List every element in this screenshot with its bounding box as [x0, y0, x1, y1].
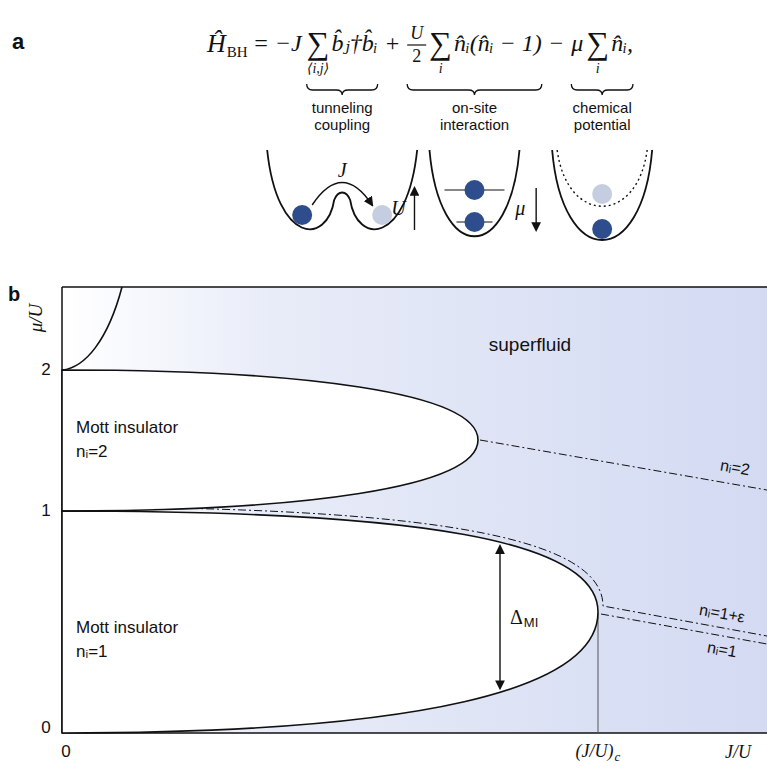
- phase-label: Mott insulator: [76, 618, 178, 638]
- equation-term: ∑: [586, 25, 609, 62]
- region-label: superfluid: [489, 334, 571, 356]
- equation-term: BH: [227, 44, 248, 61]
- mott-lobe: Mott insulator nᵢ=1: [62, 509, 600, 735]
- axis-label: c: [615, 750, 621, 765]
- tick-label: 2: [41, 360, 50, 380]
- symbol-label: J: [338, 159, 347, 182]
- equation-term: b̂ⱼ†b̂ᵢ: [331, 30, 377, 58]
- gap-arrow: [499, 546, 500, 688]
- equation-term: μ: [571, 30, 583, 58]
- lobe-boundary: [62, 287, 122, 370]
- equation-term: i: [596, 61, 600, 77]
- equation-term: ⟨i,j⟩: [307, 61, 329, 77]
- underbrace: [571, 84, 633, 95]
- underbrace: [407, 84, 542, 95]
- lobe-outline: [62, 368, 480, 513]
- mott-lobe: Mott insulator nᵢ=2: [62, 368, 480, 513]
- equation-term: Ĥ: [207, 29, 226, 59]
- symbol-label: U: [391, 197, 405, 220]
- panel-label: a: [12, 29, 24, 54]
- equation-term: ∑: [429, 25, 452, 62]
- double-well: [267, 150, 417, 229]
- density-line: [480, 440, 767, 490]
- tick-label: 0: [41, 718, 50, 738]
- critical-line: [598, 613, 599, 733]
- equation-term: U: [410, 23, 423, 44]
- gap-label: MI: [524, 616, 538, 631]
- equation-term: n̂ᵢ(n̂ᵢ − 1): [454, 30, 542, 58]
- equation-term: −: [550, 30, 564, 58]
- curve-label: nᵢ=2: [719, 456, 751, 479]
- symbol-label: μ: [515, 197, 525, 220]
- term-label: chemical potential: [573, 99, 632, 134]
- fraction-bar: [407, 44, 426, 45]
- filling-label: nᵢ=1: [76, 642, 108, 662]
- equation-term: ∑: [307, 25, 330, 62]
- superfluid-ground: [62, 287, 767, 733]
- term-label: tunneling coupling: [312, 99, 373, 134]
- equation-term: i: [439, 61, 443, 77]
- density-line: [601, 614, 767, 644]
- equation-term: 2: [412, 46, 421, 67]
- phase-label: Mott insulator: [76, 418, 178, 438]
- phase-region: Mott insulatornᵢ=2Mott insulatornᵢ=1supe…: [62, 287, 767, 733]
- tick-label: 1: [41, 501, 50, 521]
- equation-term: = −J: [253, 30, 302, 58]
- filling-label: nᵢ=2: [76, 442, 108, 462]
- axis-label: μ/U: [25, 304, 47, 333]
- gap-label: Δ: [510, 606, 523, 629]
- axis-label: (J/U): [576, 741, 614, 762]
- shifted-well: [536, 150, 652, 240]
- curve-label: nᵢ=1+ε: [698, 601, 747, 627]
- curve-label: nᵢ=1: [706, 638, 738, 661]
- underbrace: [307, 84, 378, 95]
- plot-frame: [62, 286, 767, 288]
- axis-label: J/U: [725, 742, 751, 763]
- x-axis: [62, 732, 767, 734]
- term-label: on-site interaction: [440, 99, 509, 134]
- tick-label: 0: [61, 742, 70, 762]
- panel-label: b: [8, 283, 20, 306]
- equation-term: n̂ᵢ,: [611, 30, 633, 58]
- equation-term: +: [386, 30, 400, 58]
- single-well: [414, 150, 519, 236]
